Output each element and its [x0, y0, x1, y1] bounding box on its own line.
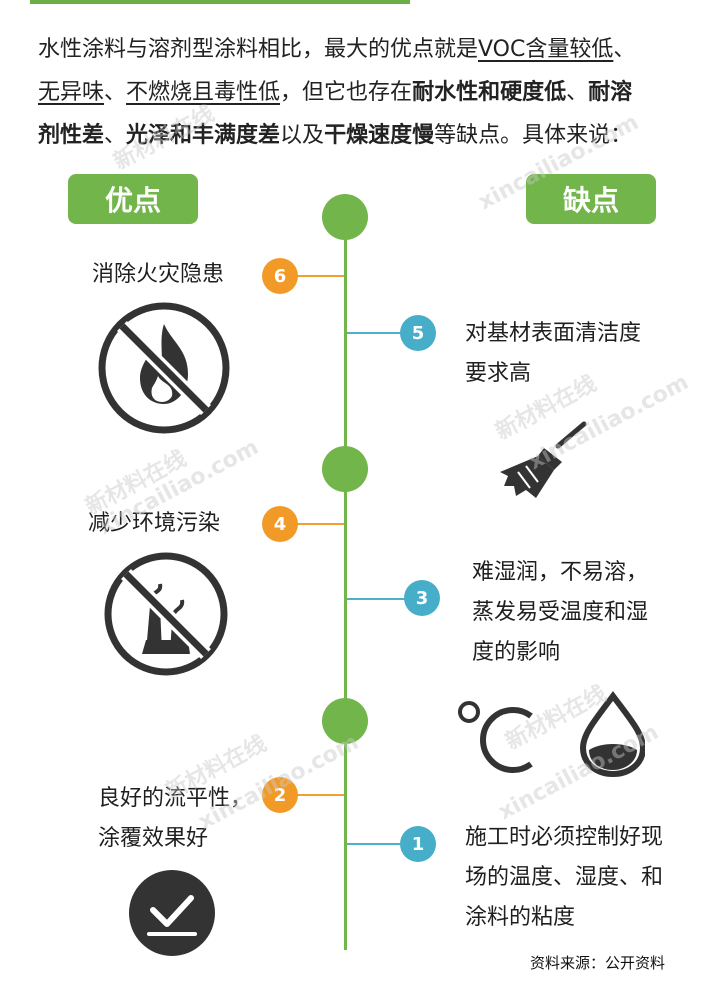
- intro-line-2: 无异味、不燃烧且毒性低，但它也存在耐水性和硬度低、耐溶: [38, 80, 633, 105]
- item-label-1: 施工时必须控制好现场的温度、湿度、和涂料的粘度: [465, 825, 664, 930]
- connector-4: [280, 523, 344, 525]
- no-pollution-icon: [104, 552, 228, 676]
- intro-paragraph: 水性涂料与溶剂型涂料相比，最大的优点就是VOC含量较低、 无异味、不燃烧且毒性低…: [38, 28, 688, 157]
- connector-3: [347, 598, 419, 600]
- item-number-6: 6: [262, 258, 298, 294]
- timeline-axis: [344, 215, 347, 950]
- bold-solvent-resistance-a: 耐溶: [588, 80, 633, 105]
- source-note: 资料来源：公开资料: [530, 954, 666, 972]
- cons-header: 缺点: [526, 174, 656, 224]
- top-accent-bar: [30, 0, 410, 4]
- timeline-node-middle: [322, 446, 368, 492]
- connector-1: [347, 843, 419, 845]
- item-label-2: 良好的流平性，涂覆效果好: [98, 786, 253, 851]
- bold-solvent-resistance-b: 剂性差: [38, 123, 105, 148]
- item-label-3: 难湿润，不易溶，蒸发易受温度和湿度的影响: [472, 560, 649, 665]
- highlight-nonflammable: 不燃烧且毒性低: [126, 80, 281, 105]
- temperature-humidity-icon: [458, 691, 645, 778]
- pros-header: 优点: [68, 174, 198, 224]
- item-label-6: 消除火灾隐患: [92, 262, 225, 287]
- timeline-node-bottom: [322, 698, 368, 744]
- connector-5: [347, 332, 419, 334]
- intro-line-1: 水性涂料与溶剂型涂料相比，最大的优点就是VOC含量较低、: [38, 37, 636, 62]
- item-number-2: 2: [262, 777, 298, 813]
- broom-icon: [500, 421, 587, 498]
- item-number-1: 1: [400, 826, 436, 862]
- bold-water-resistance: 耐水性和硬度低: [412, 80, 567, 105]
- no-fire-icon: [98, 302, 230, 434]
- intro-line-3: 剂性差、光泽和丰满度差以及干燥速度慢等缺点。具体来说：: [38, 123, 633, 148]
- highlight-no-odor: 无异味: [38, 80, 105, 105]
- highlight-voc: VOC含量较低: [478, 37, 614, 62]
- connector-6: [280, 275, 344, 277]
- item-number-5: 5: [400, 315, 436, 351]
- item-number-3: 3: [404, 580, 440, 616]
- item-label-4: 减少环境污染: [88, 511, 221, 536]
- checkmark-icon: [129, 870, 215, 956]
- item-number-4: 4: [262, 506, 298, 542]
- item-label-5: 对基材表面清洁度要求高: [465, 321, 642, 386]
- timeline-node-top: [322, 194, 368, 240]
- bold-gloss: 光泽和丰满度差: [126, 123, 281, 148]
- bold-drying-speed: 干燥速度慢: [324, 123, 435, 148]
- connector-2: [280, 794, 344, 796]
